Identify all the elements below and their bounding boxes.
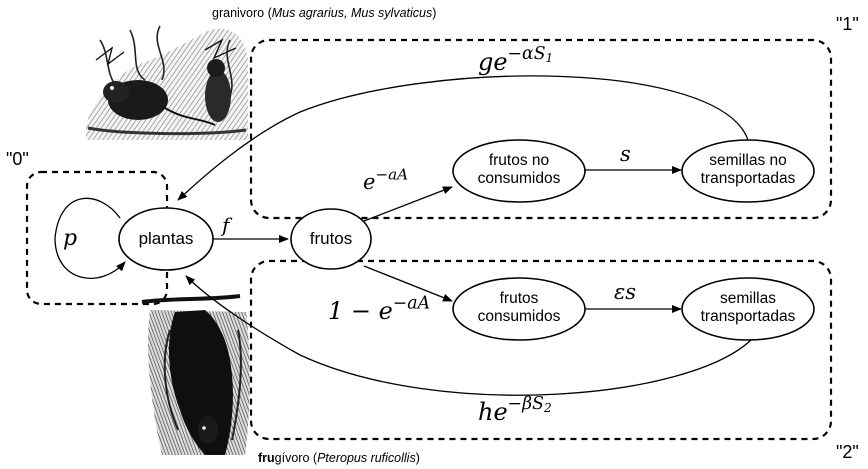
node-frutos-no-consumidos-label: frutos no consumidos bbox=[453, 152, 585, 188]
node-semillas-no-transportadas-line1: semillas no bbox=[709, 152, 787, 169]
node-plantas-label: plantas bbox=[138, 229, 194, 248]
region-2-label: "2" bbox=[836, 442, 859, 462]
node-frutos-consumidos-label: frutos consumidos bbox=[453, 290, 585, 326]
edge-label-e-aA-exp: −aA bbox=[375, 165, 409, 184]
edge-label-f: f bbox=[222, 213, 230, 237]
frugivore-caption-name-rest: gívoro bbox=[274, 451, 310, 465]
node-semillas-transportadas-line2: transportadas bbox=[700, 307, 796, 325]
granivore-caption: granivoro (Mus agrarius, Mus sylvaticus) bbox=[212, 6, 437, 20]
frugivore-caption-species: Pteropus ruficollis bbox=[317, 451, 416, 465]
edge-self-loop bbox=[54, 197, 126, 279]
edge-label-e-aA: e−aA bbox=[363, 167, 408, 194]
edge-label-1-e-aA-prefix: 1 − e bbox=[328, 297, 393, 325]
edge-return-top bbox=[177, 75, 749, 201]
node-frutos-consumidos-line1: frutos bbox=[499, 290, 539, 307]
granivore-caption-name: granivoro bbox=[212, 6, 265, 20]
node-frutos-no-consumidos bbox=[452, 139, 586, 203]
edge-label-he-base: he bbox=[478, 398, 508, 426]
node-plantas bbox=[118, 207, 214, 271]
edge-label-he-exp: −βS2 bbox=[507, 394, 552, 416]
edge-label-he-sub: 2 bbox=[543, 401, 552, 416]
edge-frutos-consumidos bbox=[363, 265, 453, 302]
edge-label-1-e-aA-exp: −aA bbox=[392, 293, 431, 314]
node-semillas-transportadas bbox=[681, 277, 815, 341]
frugivore-caption-name-bold: fru bbox=[258, 451, 275, 465]
node-frutos-no-consumidos-line2: consumidos bbox=[477, 169, 561, 187]
edge-frutos-no-consumidos bbox=[363, 186, 453, 222]
node-frutos-label: frutos bbox=[309, 229, 353, 248]
region-1-box bbox=[249, 38, 833, 220]
node-semillas-no-transportadas-label: semillas no transportadas bbox=[682, 152, 814, 188]
edge-label-e-aA-base: e bbox=[363, 170, 376, 194]
node-semillas-no-transportadas-line2: transportadas bbox=[700, 169, 796, 187]
edge-label-he: he−βS2 bbox=[478, 396, 552, 426]
node-semillas-transportadas-line1: semillas bbox=[720, 290, 776, 307]
edge-label-ge-exp-text: −αS bbox=[507, 44, 546, 65]
node-frutos-no-consumidos-line1: frutos no bbox=[488, 152, 550, 169]
region-0-box bbox=[25, 170, 169, 306]
edge-return-bottom bbox=[185, 275, 753, 396]
region-2-box bbox=[249, 259, 833, 441]
node-frutos-consumidos bbox=[452, 277, 586, 341]
edge-label-ge: ge−αS1 bbox=[478, 46, 553, 76]
edge-label-eps-s: εs bbox=[614, 280, 637, 304]
node-semillas-transportadas-label: semillas transportadas bbox=[682, 290, 814, 326]
granivore-illustration bbox=[84, 22, 249, 142]
edge-label-he-exp-text: −βS bbox=[507, 394, 544, 415]
edge-label-ge-exp: −αS1 bbox=[507, 44, 554, 66]
granivore-caption-species: Mus agrarius, Mus sylvaticus bbox=[271, 6, 433, 20]
edge-label-ge-base: ge bbox=[478, 48, 508, 76]
region-1-label: "1" bbox=[836, 14, 859, 34]
frugivore-caption: frugívoro (Pteropus ruficollis) bbox=[258, 451, 420, 465]
edge-label-1-e-aA: 1 − e−aA bbox=[328, 295, 430, 325]
node-semillas-no-transportadas bbox=[681, 139, 815, 203]
edge-label-s: s bbox=[620, 142, 631, 166]
bat-illustration bbox=[141, 294, 250, 455]
node-frutos-consumidos-line2: consumidos bbox=[477, 307, 561, 325]
edge-label-ge-sub: 1 bbox=[545, 51, 554, 66]
region-0-label: "0" bbox=[6, 149, 29, 169]
node-frutos bbox=[290, 208, 372, 270]
edge-label-p: p bbox=[63, 226, 78, 251]
